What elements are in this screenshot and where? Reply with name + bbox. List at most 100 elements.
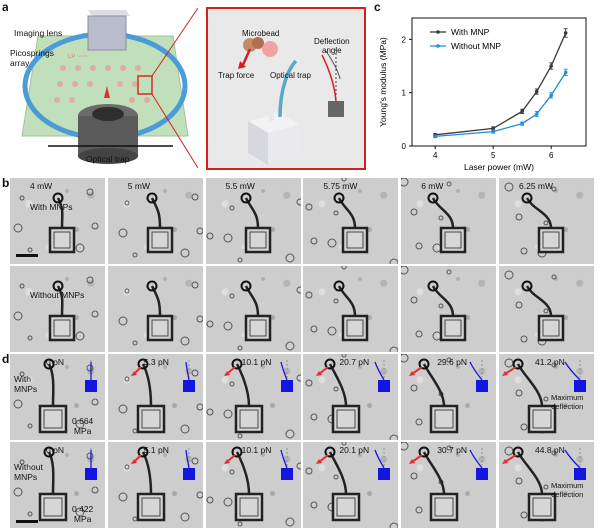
particle [91,310,99,318]
force-arrowhead [316,459,323,464]
particle [401,442,409,451]
spring-bead [512,358,524,370]
spring-shaft [56,197,64,229]
force-arrowhead [223,371,230,376]
grid-d-cell-r1-c4: 30.7 pN [401,442,497,528]
particle [504,270,514,280]
particle [229,205,235,211]
particle [75,419,85,429]
particle [285,253,295,263]
anchor-pad-inner [151,231,169,249]
particle [285,517,295,527]
spring-shaft [432,197,455,229]
force-arrowhead [502,459,508,464]
particle [446,357,452,363]
micrograph-drawing [305,178,399,264]
particle [446,181,452,187]
chart-series [433,28,568,139]
particle [543,396,549,402]
spring-bead [137,358,149,370]
micrograph-drawing [206,358,301,439]
panel-letter-a: a [2,0,9,14]
particle [415,242,423,250]
anchor-pad-inner [542,231,560,249]
row-label-without-mnps: Without MNPs [30,290,85,300]
anchor-pad-inner [249,319,267,337]
laser-power-label: 5.75 mW [323,181,358,191]
particle [389,522,399,528]
particle [27,247,33,253]
grid-d-cell-r0-c3: 20.7 pN [303,354,399,440]
particle [124,376,130,382]
particle [196,315,203,323]
spring-shaft [338,197,357,229]
sensor-block [378,380,391,392]
anchor-pad-inner [532,497,552,517]
particle [13,399,23,409]
anchor-pad-inner [434,497,454,517]
force-arrow [504,366,517,375]
particle [118,316,128,326]
particle [223,497,233,507]
micrograph-drawing [504,182,565,258]
laser-beam [104,86,110,98]
particle [333,474,339,480]
particle [27,423,33,429]
particle [305,467,313,475]
data-point [534,112,539,116]
sensor-block [280,380,293,392]
anchor-pad-inner [53,319,71,337]
spring-bead [52,192,64,204]
spring-bead [324,358,336,370]
particle [27,511,33,517]
force-arrow [318,454,330,463]
spring-bead [418,446,430,458]
spring-shaft [56,285,64,317]
grid-b-cell-r1-c1 [107,266,203,352]
force-arrowhead [130,459,137,464]
data-point [549,64,553,68]
legend-label: With MNP [451,27,490,37]
spring-shaft [516,451,544,495]
spring-shaft [150,285,162,317]
x-tick-label: 5 [491,151,496,160]
spring-bead [137,446,149,458]
spring-shaft [525,285,553,317]
spring-shaft [423,451,446,495]
legend-label: Without MNP [451,41,501,51]
force-label: 5.1 pN [143,445,169,455]
sensor-block [85,380,97,392]
row-label-with-mnps: With MNPs [30,202,73,212]
particle [180,248,190,258]
force-label: 20.1 pN [339,445,370,455]
particle [91,222,99,230]
particle [333,298,339,304]
particle [327,326,337,336]
micrograph-drawing [118,280,203,346]
force-arrowhead [130,371,137,376]
microbead-label: Microbead [242,29,280,38]
anchor-pad-inner [336,409,356,429]
anchor-pad-inner [239,497,259,517]
spring-bead [324,446,336,458]
particle [229,469,235,475]
grid-b-cell-r1-c0: Without MNPs [10,266,105,352]
particle [310,325,318,333]
particle [13,223,23,233]
force-arrow [411,454,423,463]
data-point [534,89,539,94]
anchor-pad-inner [151,319,169,337]
force-label: 30.7 pN [437,445,467,455]
particle [515,213,523,221]
laser-power-label: 6.25 mW [519,181,554,191]
particle [132,428,138,434]
spring-bead [333,192,345,204]
anchor-pad-inner [532,409,552,429]
particle [196,403,203,411]
lp-text-hint: LP ~~~ [68,54,88,60]
micrograph-drawing [118,358,203,434]
